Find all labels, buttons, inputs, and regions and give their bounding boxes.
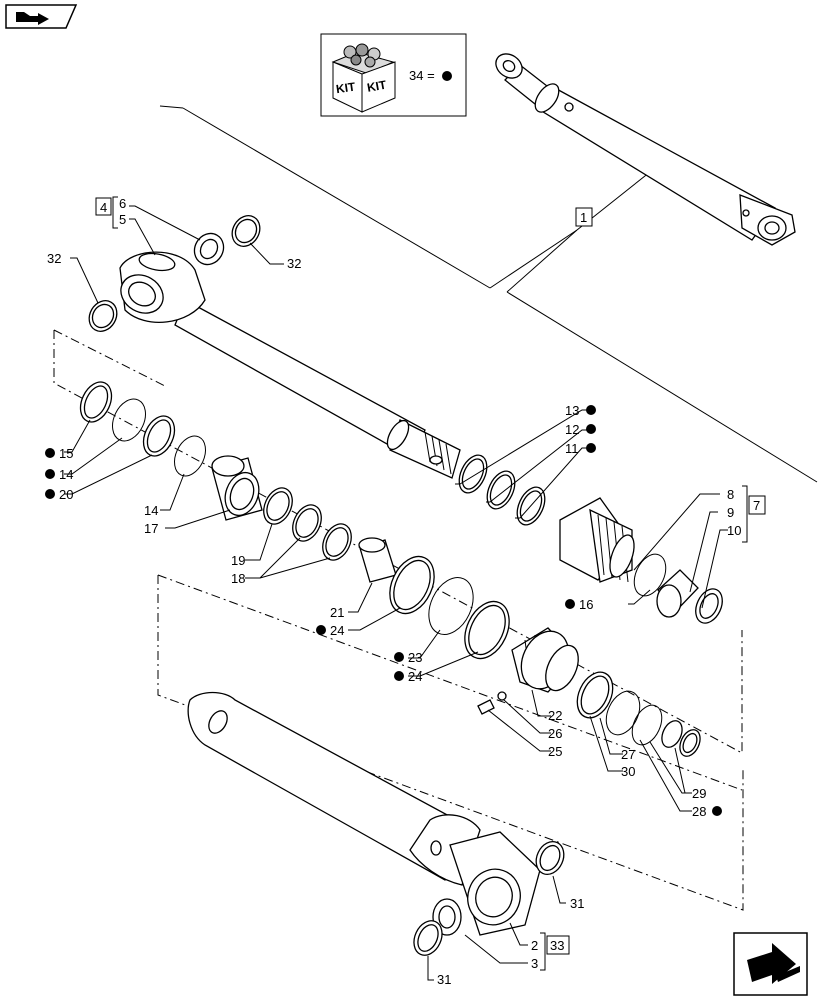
label-22: 22 [548, 708, 562, 723]
piston [477, 627, 701, 757]
callout-box-1: 1 [575, 207, 593, 227]
label-32-left: 32 [47, 251, 61, 266]
bullet-dot-icon [712, 806, 722, 816]
cylinder-barrel [187, 691, 565, 956]
label-28: 28 [692, 804, 706, 819]
label-25: 25 [548, 744, 562, 759]
label-30: 30 [621, 764, 635, 779]
bullet-dot-icon [442, 71, 452, 81]
label-10: 10 [727, 523, 741, 538]
label-29: 29 [692, 786, 706, 801]
label-23: 23 [408, 650, 422, 665]
bullet-dot-icon [45, 489, 55, 499]
gland-nut [559, 497, 723, 624]
nav-back-icon[interactable] [5, 4, 78, 29]
bullet-dot-icon [45, 448, 55, 458]
label-4: 4 [100, 200, 107, 215]
bullet-dot-icon [45, 469, 55, 479]
label-2: 2 [531, 938, 538, 953]
label-24-lower: 24 [408, 669, 422, 684]
bullet-dot-icon [316, 625, 326, 635]
piston-rod [119, 251, 461, 479]
kit-box-icon: KIT KIT [331, 43, 396, 113]
kit-label-right: KIT [366, 78, 388, 95]
callout-box-33: 33 [540, 932, 570, 971]
bullet-dot-icon [394, 652, 404, 662]
label-19: 19 [231, 553, 245, 568]
label-17: 17 [144, 521, 158, 536]
label-18: 18 [231, 571, 245, 586]
label-7: 7 [753, 498, 760, 513]
bullet-dot-icon [586, 443, 596, 453]
kit-box: KIT KIT 34 = [320, 33, 467, 117]
label-16: 16 [579, 597, 593, 612]
callout-box-7: 7 [742, 485, 766, 543]
callout-box-4: 4 [95, 196, 118, 229]
reference-lines [159, 105, 818, 483]
kit-formula: 34 = [409, 68, 435, 83]
gland-seals [79, 381, 510, 660]
label-11: 11 [565, 441, 579, 456]
label-21: 21 [330, 605, 344, 620]
part-labels: 6 5 32 32 15 14 20 14 17 19 18 21 24 23 … [47, 196, 741, 987]
assembled-cylinder [495, 53, 796, 246]
label-20: 20 [59, 487, 73, 502]
assembly-frames [53, 329, 744, 911]
label-14-mid: 14 [144, 503, 158, 518]
label-31-right: 31 [570, 896, 584, 911]
next-page-arrow-icon[interactable] [733, 932, 808, 996]
bullet-dot-icon [394, 671, 404, 681]
label-27: 27 [621, 747, 635, 762]
bullet-dot-icon [586, 424, 596, 434]
label-9: 9 [727, 505, 734, 520]
bullet-dot-icon [565, 599, 575, 609]
label-1: 1 [580, 210, 587, 225]
label-12: 12 [565, 422, 579, 437]
label-33: 33 [550, 938, 564, 953]
kit-label-left: KIT [335, 80, 357, 97]
leader-lines [64, 205, 728, 981]
bullet-dot-icon [586, 405, 596, 415]
label-15: 15 [59, 446, 73, 461]
label-13: 13 [565, 403, 579, 418]
label-14-left: 14 [59, 467, 73, 482]
label-8: 8 [727, 487, 734, 502]
label-5: 5 [119, 212, 126, 227]
label-26: 26 [548, 726, 562, 741]
label-32-right: 32 [287, 256, 301, 271]
kit-bullets [45, 405, 722, 816]
label-31-bottom: 31 [437, 972, 451, 987]
label-3: 3 [531, 956, 538, 971]
label-24-upper: 24 [330, 623, 344, 638]
label-6: 6 [119, 196, 126, 211]
